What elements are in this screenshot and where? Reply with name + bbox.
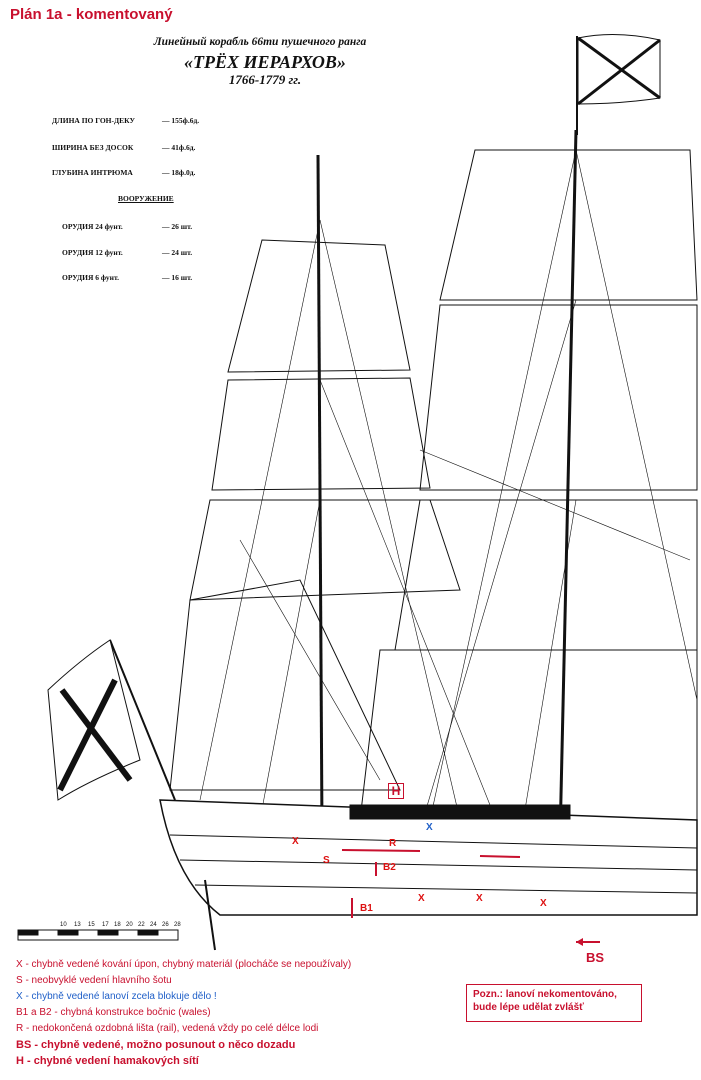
mizzen-sails xyxy=(169,239,461,791)
marker-bs: BS xyxy=(586,950,605,965)
main-sails xyxy=(359,149,698,821)
scale-bar xyxy=(17,929,179,941)
ship-name: «ТРЁХ ИЕРАРХОВ» xyxy=(184,52,346,72)
dimension-width: ШИРИНА БЕЗ ДОСОК— 41ф.6д. xyxy=(52,143,196,152)
legend-item-r: R - nedokončená ozdobná lišta (rail), ve… xyxy=(16,1023,319,1034)
marker-h: H xyxy=(388,783,404,799)
note-box: Pozn.: lanoví nekomentováno, bude lépe u… xyxy=(466,984,642,1022)
marker-x: X xyxy=(476,893,483,904)
legend-item-bs: BS - chybně vedené, možno posunout o něc… xyxy=(16,1039,296,1051)
legend-item-s: S - neobvyklé vedení hlavního šotu xyxy=(16,975,172,986)
scale-label: 13 xyxy=(74,922,81,928)
scale-label: 24 xyxy=(150,922,157,928)
main-mast xyxy=(558,129,578,841)
scale-label: 15 xyxy=(88,922,95,928)
rail-mark-line xyxy=(341,849,421,852)
legend: X - chybně vedené kování úpon, chybný ma… xyxy=(16,957,456,1069)
marker-x: X xyxy=(418,893,425,904)
legend-item-b: B1 a B2 - chybná konstrukce bočnic (wale… xyxy=(16,1007,211,1018)
scale-label: 17 xyxy=(102,922,109,928)
marker-x: X xyxy=(540,898,547,909)
scale-label: 10 xyxy=(60,922,67,928)
legend-item-h: H - chybné vedení hamakových sítí xyxy=(16,1055,199,1067)
legend-item-x: X - chybně vedené kování úpon, chybný ma… xyxy=(16,959,352,970)
stern-flag xyxy=(47,639,176,801)
scale-label: 18 xyxy=(114,922,121,928)
main-flag xyxy=(576,33,661,135)
marker-r: R xyxy=(389,838,397,849)
plan-title: Plán 1a - komentovaný xyxy=(10,6,173,23)
armament-title: ВООРУЖЕНИЕ xyxy=(118,194,174,203)
marker-s: S xyxy=(323,855,330,866)
rigging xyxy=(199,149,698,841)
scale-label: 26 xyxy=(162,922,169,928)
ship-caption: Линейный корабль 66ти пушечного ранга xyxy=(153,36,367,48)
ship-years: 1766-1779 гг. xyxy=(228,72,302,87)
hull xyxy=(159,799,698,951)
marker-b1: B1 xyxy=(360,903,373,914)
scale-label: 28 xyxy=(174,922,181,928)
dimension-depth: ГЛУБИНА ИНТРЮМА— 18ф.0д. xyxy=(52,168,196,177)
armament-row-6: ОРУДИЯ 6 фунт.— 16 шт. xyxy=(62,273,193,282)
marker-x: X xyxy=(292,836,299,847)
note-line: bude lépe udělat zvlášť xyxy=(473,1002,584,1013)
scale-label: 22 xyxy=(138,922,145,928)
marker-x-blue: X xyxy=(426,822,433,833)
mizzen-mast xyxy=(316,154,324,831)
marker-b2: B2 xyxy=(383,862,396,873)
armament-row-24: ОРУДИЯ 24 фунт.— 26 шт. xyxy=(62,222,193,231)
rail-mark-line-2 xyxy=(479,855,521,858)
legend-item-x-blue: X - chybně vedené lanoví zcela blokuje d… xyxy=(16,991,217,1002)
dimension-length: ДЛИНА ПО ГОН-ДЕКУ— 155ф.6д. xyxy=(52,116,200,125)
armament-row-12: ОРУДИЯ 12 фунт.— 24 шт. xyxy=(62,248,193,257)
note-line: Pozn.: lanoví nekomentováno, xyxy=(473,989,617,1000)
scale-label: 20 xyxy=(126,922,133,928)
